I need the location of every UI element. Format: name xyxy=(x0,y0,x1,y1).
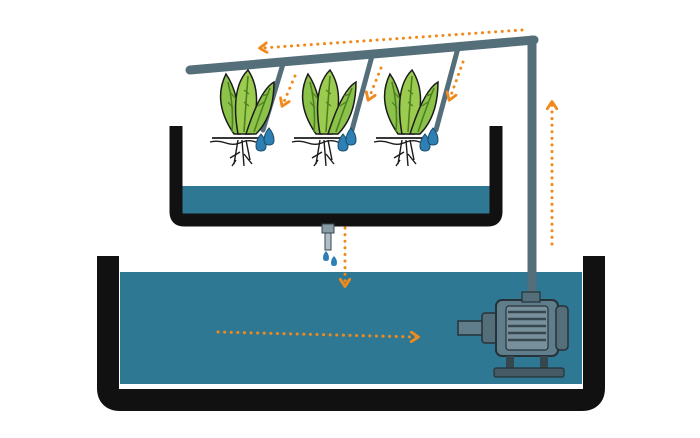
water-drop-icon xyxy=(255,133,267,152)
flow-arrow-branch-3 xyxy=(450,60,465,98)
lettuce-icon xyxy=(209,68,275,167)
lettuce-icon xyxy=(291,68,357,167)
flow-arrow-top xyxy=(262,28,524,48)
pump-base xyxy=(493,367,565,378)
pump-motor-icon xyxy=(457,291,569,378)
water-drop-icon xyxy=(427,127,439,146)
water-drop-icon xyxy=(337,133,349,152)
top-pipe xyxy=(185,35,539,75)
flow-arrow-reservoir xyxy=(216,330,416,337)
pump-outlet xyxy=(521,291,541,303)
drain-tap-icon xyxy=(321,223,337,266)
water-drop-icon xyxy=(419,133,431,152)
flow-arrow-branch-1 xyxy=(283,74,297,104)
grow-tray xyxy=(169,126,503,227)
flow-arrow-branch-2 xyxy=(369,66,383,98)
pump-leg xyxy=(540,356,548,370)
drip-drops xyxy=(255,127,439,152)
water-drop-icon xyxy=(323,251,329,261)
reservoir-outline xyxy=(97,256,605,411)
drip-branch-2 xyxy=(349,53,375,133)
tray-outline xyxy=(169,126,503,227)
flow-arrows xyxy=(216,28,552,337)
drip-branch-3 xyxy=(433,45,461,133)
lettuce-icon xyxy=(373,68,439,167)
water-drop-icon xyxy=(331,256,337,266)
pump-end-cap xyxy=(555,305,569,351)
water-drop-icon xyxy=(345,127,357,146)
tray-water xyxy=(182,186,490,214)
pipe-system xyxy=(185,35,539,305)
pump-leg xyxy=(506,356,514,370)
water-drop-icon xyxy=(263,127,275,146)
